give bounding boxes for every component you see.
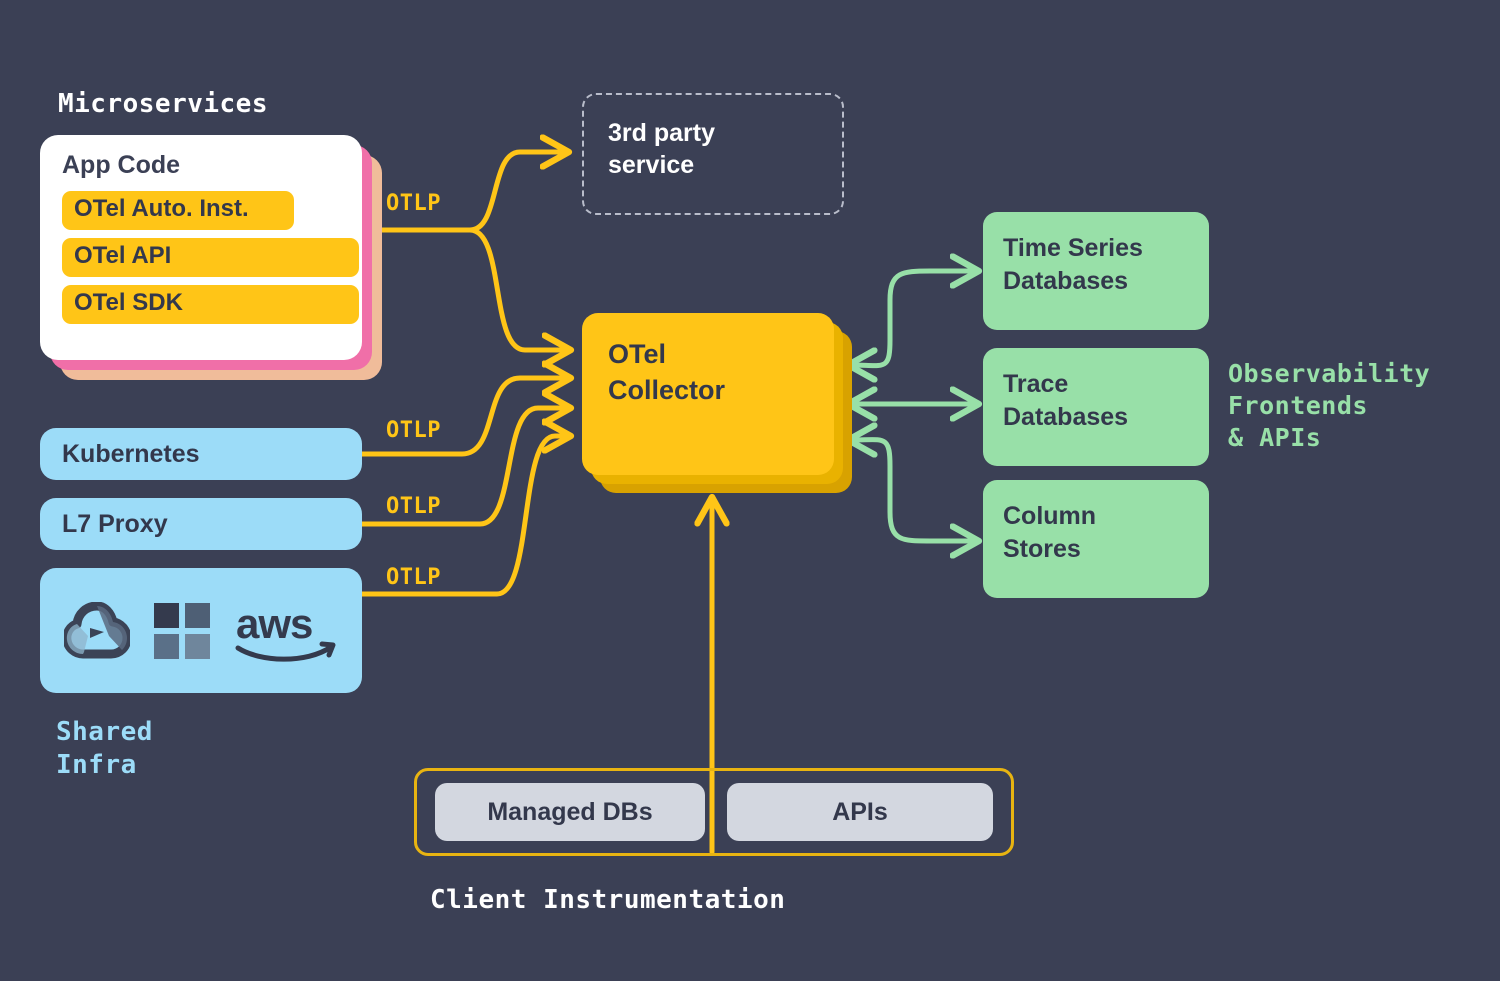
wire-collector-to-columnstores bbox=[851, 440, 976, 541]
pill-otel-api[interactable]: OTel API bbox=[62, 237, 359, 277]
app-code-card[interactable]: App Code OTel Auto. Inst. OTel API OTel … bbox=[40, 135, 362, 360]
client-instrumentation-group: Managed DBs APIs bbox=[414, 768, 1014, 856]
wire-collector-to-tsdb bbox=[851, 271, 976, 366]
otel-collector-stack: OTel Collector bbox=[582, 313, 852, 493]
managed-dbs-box[interactable]: Managed DBs bbox=[435, 783, 705, 841]
otlp-label-app-code: OTLP bbox=[386, 191, 441, 216]
microservices-card-stack: App Code OTel Auto. Inst. OTel API OTel … bbox=[40, 135, 382, 380]
shared-infra-caption: Shared Infra bbox=[56, 717, 153, 781]
wire-appcode-to-collector bbox=[467, 227, 568, 350]
otlp-label-kubernetes: OTLP bbox=[386, 418, 441, 443]
time-series-databases-box[interactable]: Time Series Databases bbox=[983, 212, 1209, 330]
cloud-providers-box[interactable]: aws bbox=[40, 568, 362, 693]
pill-otel-sdk[interactable]: OTel SDK bbox=[62, 284, 359, 324]
microservices-caption: Microservices bbox=[58, 89, 268, 119]
kubernetes-box[interactable]: Kubernetes bbox=[40, 428, 362, 480]
l7-proxy-box[interactable]: L7 Proxy bbox=[40, 498, 362, 550]
third-party-service-box[interactable]: 3rd party service bbox=[582, 93, 844, 215]
svg-text:aws: aws bbox=[236, 600, 312, 647]
otel-collector-label: OTel Collector bbox=[608, 339, 726, 405]
apis-box[interactable]: APIs bbox=[726, 783, 993, 841]
pill-otel-auto-instrumentation[interactable]: OTel Auto. Inst. bbox=[62, 191, 294, 230]
google-cloud-logo-icon bbox=[62, 601, 132, 660]
otel-collector-box[interactable]: OTel Collector bbox=[582, 313, 834, 475]
client-instrumentation-caption: Client Instrumentation bbox=[430, 885, 786, 915]
microsoft-azure-logo-icon bbox=[154, 602, 210, 659]
column-stores-box[interactable]: Column Stores bbox=[983, 480, 1209, 598]
app-code-title: App Code bbox=[62, 151, 181, 179]
wire-appcode-to-thirdparty bbox=[467, 152, 566, 233]
aws-logo-icon: aws bbox=[234, 600, 338, 662]
trace-databases-box[interactable]: Trace Databases bbox=[983, 348, 1209, 466]
otlp-label-cloud: OTLP bbox=[386, 565, 441, 590]
otlp-label-l7-proxy: OTLP bbox=[386, 494, 441, 519]
observability-caption: Observability Frontends & APIs bbox=[1228, 359, 1431, 452]
